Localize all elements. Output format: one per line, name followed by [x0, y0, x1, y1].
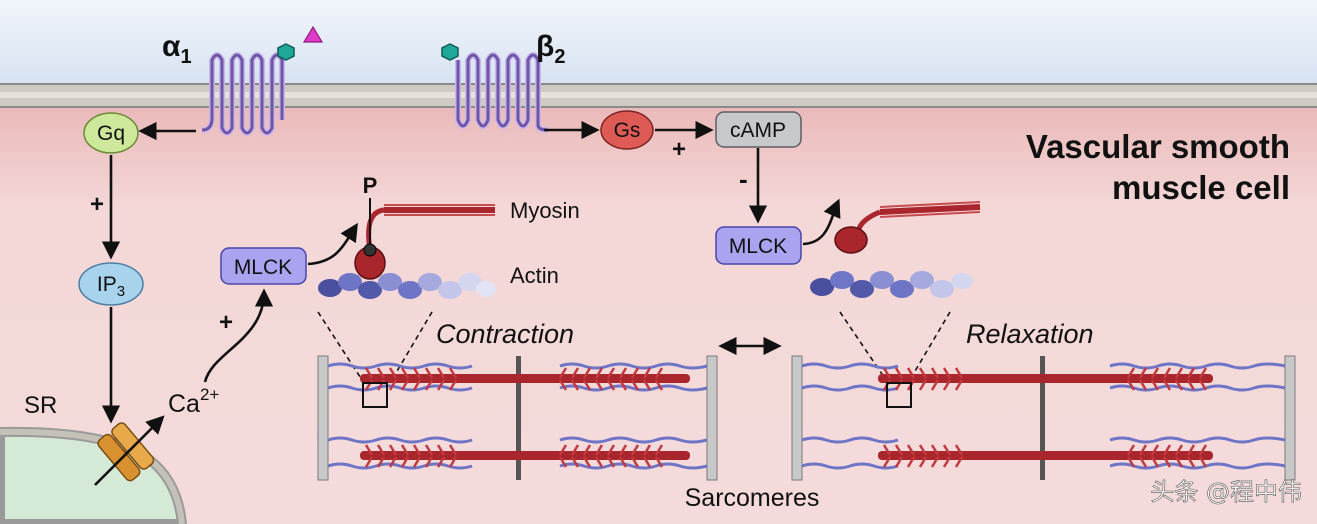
actin-label: Actin — [510, 263, 559, 288]
beta2-receptor — [455, 52, 549, 133]
ip3-label: IP3 — [97, 273, 125, 300]
sign-gs-camp: + — [672, 136, 686, 163]
alpha1-receptor — [201, 52, 285, 136]
phospho-label: P — [363, 173, 378, 198]
agonist-hexagon-icon — [441, 43, 459, 61]
arrow-channel-ca — [94, 415, 165, 486]
zoom-lines-right — [839, 311, 951, 384]
cell-membrane — [0, 83, 1317, 108]
arrow-ca-mlck — [203, 288, 274, 383]
ip3-node — [78, 262, 144, 306]
agonist-hexagon-icon — [277, 43, 295, 61]
gs-node — [600, 110, 654, 150]
alpha1-label: α1 — [162, 30, 192, 68]
sarcomeres-label: Sarcomeres — [685, 484, 820, 512]
gq-label: Gq — [97, 122, 125, 145]
actin-left — [318, 273, 496, 299]
myosin-label: Myosin — [510, 198, 580, 223]
relaxation-label: Relaxation — [966, 319, 1094, 349]
myosin-right — [834, 201, 981, 254]
sign-ca-mlck: + — [219, 309, 233, 336]
arrow-mlck-phosphorylation — [307, 222, 358, 266]
sr-label: SR — [24, 392, 57, 419]
mlck-left-node — [220, 247, 307, 285]
gq-node — [83, 112, 139, 154]
zoom-lines-left — [317, 311, 433, 384]
agonist-triangle-icon — [302, 25, 324, 43]
camp-node — [715, 111, 802, 148]
mlck-right-node — [715, 226, 802, 265]
phosphate-icon — [363, 243, 377, 257]
sarcomere-right — [791, 355, 1296, 481]
watermark: 头条 @程中伟 — [1150, 478, 1302, 506]
contraction-label: Contraction — [436, 319, 574, 349]
mlck-left-label: MLCK — [234, 256, 292, 279]
sign-gq-ip3: + — [90, 191, 104, 218]
mlck-right-label: MLCK — [729, 235, 787, 258]
arrow-mlck-right — [802, 198, 841, 246]
gs-label: Gs — [614, 119, 641, 142]
title-line-2: muscle cell — [1112, 169, 1290, 206]
beta2-label: β2 — [536, 30, 565, 68]
sign-camp-mlck: - — [739, 164, 748, 194]
extracellular-space — [0, 0, 1317, 86]
title-line-1: Vascular smooth — [1026, 128, 1290, 165]
camp-label: cAMP — [730, 119, 786, 142]
actin-right — [810, 271, 973, 298]
sarcomere-left — [317, 355, 718, 481]
ca-label: Ca2+ — [168, 385, 219, 418]
